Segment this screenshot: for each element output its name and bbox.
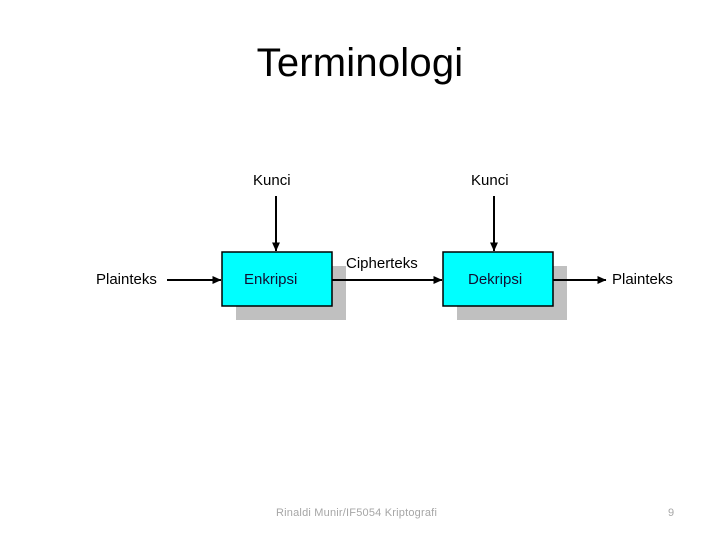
- label-dekripsi-box: Dekripsi: [468, 271, 523, 288]
- label-enkripsi-box: Enkripsi: [244, 271, 298, 288]
- page-title: Terminologi: [256, 41, 464, 85]
- enkripsi-box: [221, 251, 333, 307]
- label-kunci-decrypt: Kunci: [471, 172, 509, 189]
- label-kunci-encrypt: Kunci: [253, 172, 291, 189]
- label-plainteks-output: Plainteks: [612, 271, 673, 288]
- label-plainteks-input: Plainteks: [96, 271, 157, 288]
- footer-credit: Rinaldi Munir/IF5054 Kriptografi: [276, 507, 438, 519]
- footer-page-number: 9: [668, 507, 675, 519]
- label-cipherteks: Cipherteks: [346, 255, 418, 272]
- dekripsi-box: [442, 251, 554, 307]
